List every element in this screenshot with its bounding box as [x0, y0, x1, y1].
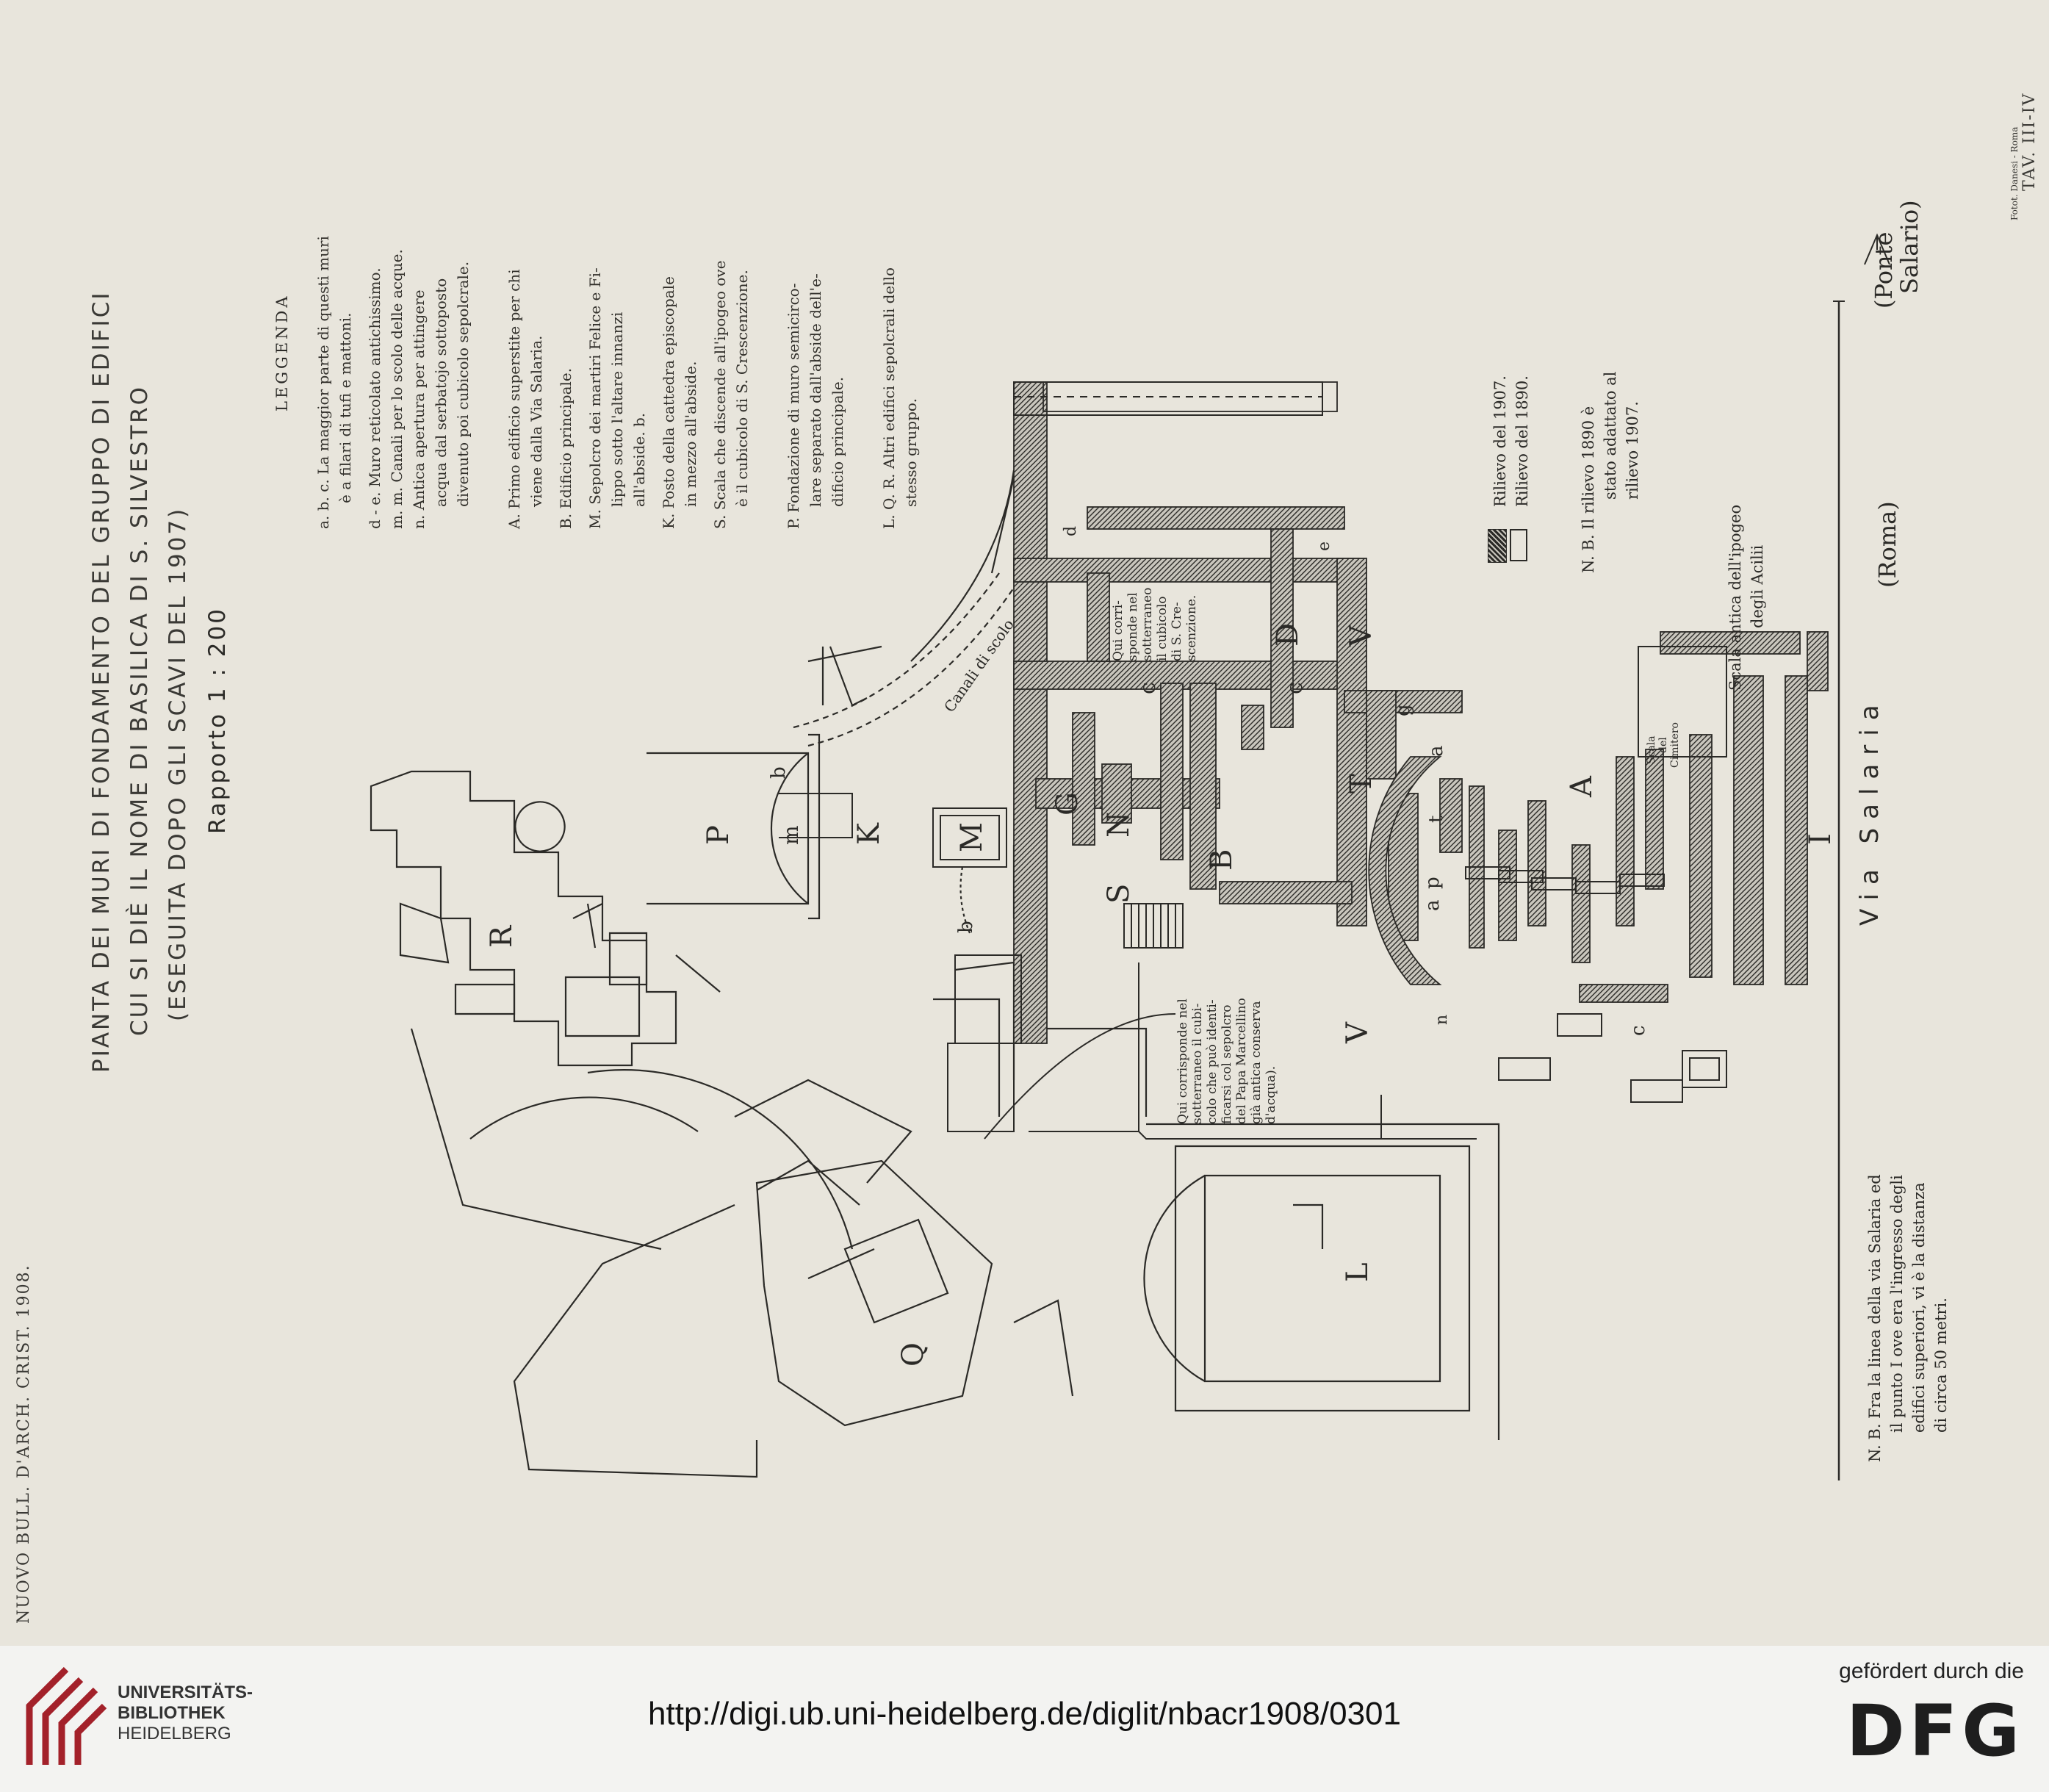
- label-N: N: [1102, 812, 1136, 838]
- label-n: n: [1433, 1014, 1451, 1025]
- rilievo-nb-3: rilievo 1907.: [1624, 401, 1641, 500]
- via-note-4: di circa 50 metri.: [1932, 1298, 1950, 1433]
- label-P: P: [702, 825, 735, 845]
- label-K: K: [852, 823, 886, 845]
- label-a2: a: [1422, 899, 1444, 911]
- library-line-2: BIBLIOTHEK: [118, 1703, 226, 1723]
- scala-cimitero-1: Scala: [1646, 735, 1657, 764]
- label-b2: b: [955, 921, 977, 933]
- label-V: V: [1344, 625, 1378, 647]
- label-G: G: [1051, 792, 1084, 816]
- label-a: a: [1425, 745, 1447, 757]
- swatch-1890: [1510, 529, 1527, 561]
- label-g: g: [1392, 704, 1414, 716]
- library-line-3: HEIDELBERG: [118, 1724, 231, 1744]
- scala-cimitero-2: del: [1657, 737, 1669, 753]
- note-crescenzione-4: il cubicolo: [1155, 596, 1170, 662]
- library-name: UNIVERSITÄTS- BIBLIOTHEK HEIDELBERG: [118, 1683, 253, 1744]
- ponte-1: (Ponte: [1870, 231, 1898, 309]
- label-c: c: [1135, 682, 1161, 694]
- label-t: t: [1425, 815, 1447, 823]
- via-note-1: N. B. Fra la linea della via Salaria ed: [1866, 1174, 1884, 1462]
- roma-label: (Roma): [1873, 501, 1901, 588]
- label-d: d: [1062, 525, 1080, 536]
- label-I: I: [1804, 833, 1837, 845]
- note-marcellino-4: ficarsi col sepolcro: [1220, 1004, 1234, 1124]
- rilievo-nb-1: N. B. Il rilievo 1890 è: [1580, 406, 1597, 573]
- footer-bar: UNIVERSITÄTS- BIBLIOTHEK HEIDELBERG: [0, 1646, 2049, 1792]
- rilievo-nb-2: stato adattato al: [1602, 371, 1619, 500]
- via-note-2: il punto I ove era l'ingresso degli: [1888, 1175, 1906, 1433]
- label-e: e: [1315, 541, 1333, 551]
- label-R: R: [485, 925, 519, 948]
- label-m: m: [779, 825, 803, 845]
- label-V2: V: [1341, 1022, 1375, 1043]
- label-D: D: [1271, 622, 1305, 647]
- label-p: p: [1422, 877, 1444, 889]
- site-plan: [370, 233, 1890, 1480]
- via-salaria: Via Salaria: [1855, 696, 1884, 926]
- funded-by-label: gefördert durch die: [1839, 1659, 2024, 1683]
- note-crescenzione-3: sotterraneo: [1140, 587, 1155, 661]
- scala-cimitero-3: Cimitero: [1669, 722, 1681, 768]
- label-c2: c: [1282, 682, 1308, 694]
- note-marcellino-2: sotterraneo il cubi-: [1190, 1003, 1205, 1124]
- ponte-2: Salario): [1895, 200, 1923, 294]
- label-B: B: [1205, 849, 1239, 871]
- note-marcellino-1: Qui corrisponde nel: [1175, 998, 1190, 1124]
- rilievo-1890: Rilievo del 1890.: [1513, 375, 1531, 507]
- label-M: M: [955, 822, 989, 852]
- label-Q: Q: [896, 1342, 930, 1367]
- note-marcellino-7: d'acqua).: [1264, 1065, 1278, 1124]
- dfg-logo: DFG: [1845, 1690, 2024, 1772]
- scala-acilii-1: Scala antica dell'ipogeo: [1726, 504, 1744, 691]
- note-crescenzione-6: scenzione.: [1184, 594, 1199, 661]
- label-b: b: [768, 766, 790, 779]
- note-crescenzione-5: di S. Cre-: [1170, 602, 1184, 661]
- label-T: T: [1344, 774, 1378, 794]
- note-crescenzione-1: Qui corri-: [1111, 600, 1126, 661]
- library-line-1: UNIVERSITÄTS-: [118, 1683, 253, 1702]
- scala-acilii-2: degli Acilii: [1749, 544, 1766, 628]
- label-S: S: [1102, 883, 1136, 904]
- plate-scan: NUOVO BULL. D'ARCH. CRIST. 1908. TAV. II…: [15, 92, 2039, 1624]
- ub-heidelberg-logo: [26, 1666, 107, 1765]
- note-marcellino-6: già antica conserva: [1249, 1001, 1264, 1124]
- swatch-1907: [1488, 529, 1507, 563]
- label-L: L: [1341, 1262, 1375, 1282]
- label-A: A: [1565, 776, 1599, 797]
- source-url[interactable]: http://digi.ub.uni-heidelberg.de/diglit/…: [648, 1696, 1401, 1732]
- note-crescenzione-2: sponde nel: [1126, 592, 1140, 661]
- note-marcellino-3: colo che può identi-: [1205, 999, 1220, 1124]
- via-note-3: edifici superiori, vi è la distanza: [1910, 1182, 1928, 1433]
- rilievo-1907: Rilievo del 1907.: [1491, 375, 1509, 507]
- note-marcellino-5: del Papa Marcellino: [1234, 998, 1249, 1124]
- label-c3: c: [1627, 1025, 1649, 1036]
